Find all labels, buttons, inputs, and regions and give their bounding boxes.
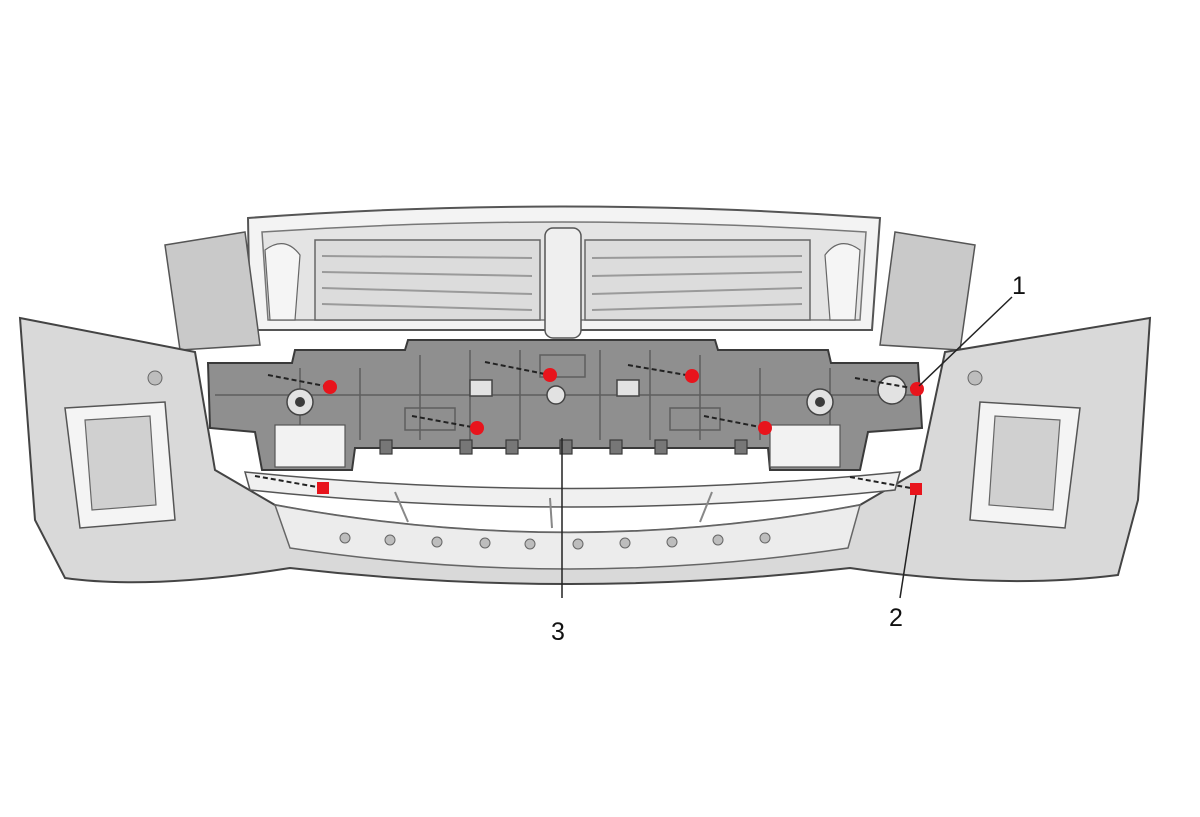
callout-label-3: 3 xyxy=(551,618,565,646)
round-clip-marker xyxy=(758,421,772,435)
lower-grille-bar xyxy=(243,471,902,529)
callout-leaders xyxy=(561,296,1013,599)
round-clip-marker xyxy=(323,380,337,394)
upper-side-brackets xyxy=(164,231,976,351)
square-clip-marker xyxy=(910,483,922,495)
round-clip-marker xyxy=(470,421,484,435)
upper-grille xyxy=(246,205,882,339)
callout-label-1: 1 xyxy=(1012,272,1026,300)
bumper-fascia xyxy=(18,316,1152,585)
bumper-bracket xyxy=(206,339,924,471)
round-clip-marker xyxy=(685,369,699,383)
square-clip-marker xyxy=(317,482,329,494)
round-clip-marker xyxy=(543,368,557,382)
fastener-leaders xyxy=(254,361,918,490)
callout-label-2: 2 xyxy=(889,604,903,632)
